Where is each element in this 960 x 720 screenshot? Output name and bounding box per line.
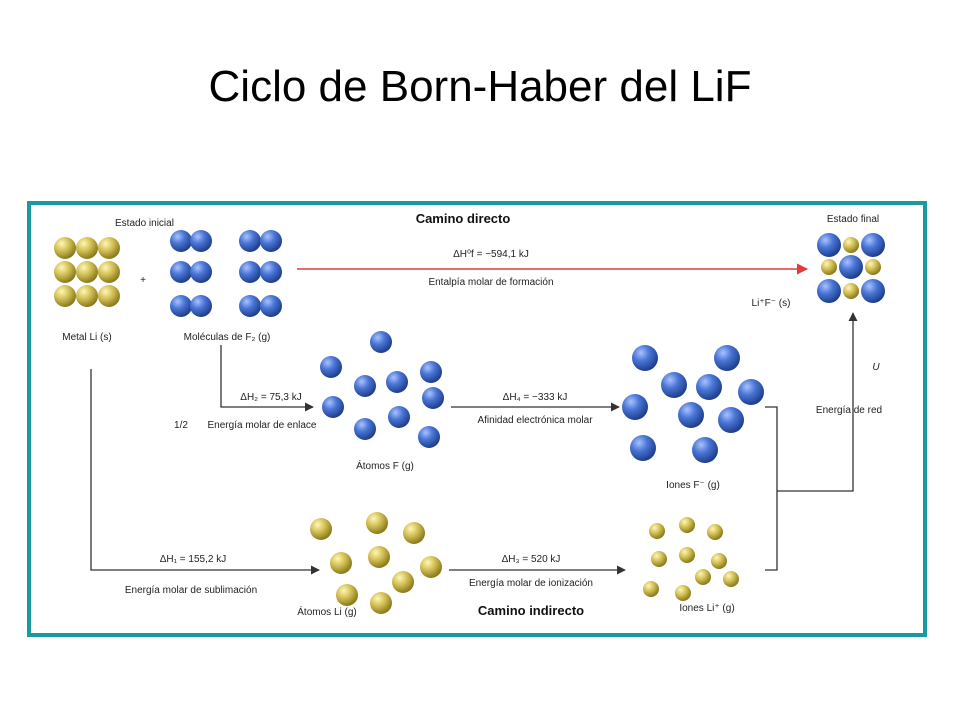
f-atoms [320,331,444,448]
entalpia-formacion-label: Entalpía molar de formación [428,277,553,288]
born-haber-diagram: Camino directo Estado inicial Estado fin… [27,201,927,637]
atomos-f-label: Átomos F (g) [356,459,414,472]
estado-final-label: Estado final [827,214,879,225]
iones-f-label: Iones F⁻ (g) [666,480,720,491]
moleculas-f2-label: Moléculas de F₂ (g) [184,332,271,343]
dh-formacion-label: ΔH⁰f = −594,1 kJ [453,249,529,260]
camino-indirecto-label: Camino indirecto [478,603,584,618]
estado-inicial-label: Estado inicial [115,218,174,229]
li-ions [643,517,739,601]
energia-ionizacion-label: Energía molar de ionización [469,578,593,589]
dh2-label: ΔH₂ = 75,3 kJ [240,392,301,403]
atomos-li-label: Átomos Li (g) [297,605,356,618]
dh3-label: ΔH₃ = 520 kJ [502,554,561,565]
energia-sublimacion-label: Energía molar de sublimación [125,585,257,596]
metal-li-lattice [54,237,120,307]
f-ions [622,345,764,463]
metal-li-label: Metal Li (s) [62,332,111,343]
dh1-label: ΔH₁ = 155,2 kJ [160,554,226,565]
lattice-energy-arrow [777,312,858,492]
plus-sign: + [140,275,146,286]
bond-energy-arrow [220,345,314,412]
iones-li-label: Iones Li⁺ (g) [679,603,734,614]
energia-red-label: Energía de red [816,405,882,416]
half-label: 1/2 [174,420,188,431]
li-atoms [310,512,442,614]
sublimation-arrow [90,369,320,575]
camino-directo-label: Camino directo [416,211,511,226]
lif-label: Li⁺F⁻ (s) [752,298,791,309]
lif-lattice [817,233,885,303]
u-label: U [872,362,880,373]
slide-title: Ciclo de Born-Haber del LiF [208,62,752,111]
f2-molecules [170,230,282,317]
afinidad-label: Afinidad electrónica molar [477,415,593,426]
dh4-label: ΔH₄ = −333 kJ [503,392,568,403]
energia-enlace-label: Energía molar de enlace [208,420,317,431]
ions-bracket [765,406,778,571]
